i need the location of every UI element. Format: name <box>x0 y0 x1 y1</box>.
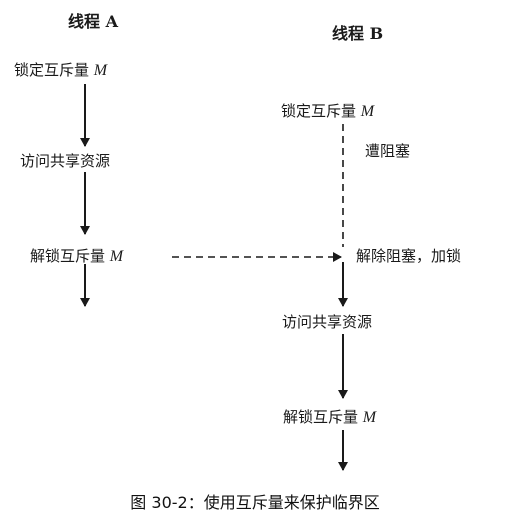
thread-b-unblock-label: 解除阻塞，加锁 <box>356 247 462 265</box>
thread-a-lock-step: 锁定互斥量 M <box>14 61 107 80</box>
mutex-var: M <box>362 409 377 426</box>
thread-b-access-label: 访问共享资源 <box>282 313 373 331</box>
thread-b-unlock-step: 解锁互斥量 M <box>283 408 376 427</box>
mutex-var: M <box>109 248 124 265</box>
thread-a-unlock-label: 解锁互斥量 <box>30 247 106 265</box>
thread-b-blocked-label: 遭阻塞 <box>365 142 411 160</box>
thread-b-lock-step: 锁定互斥量 M <box>281 102 374 121</box>
thread-a-lock-label: 锁定互斥量 <box>14 61 90 79</box>
mutex-var: M <box>93 62 108 79</box>
mutex-var: M <box>360 103 375 120</box>
thread-a-header: 线程 A <box>68 12 118 31</box>
thread-b-unlock-label: 解锁互斥量 <box>283 408 359 426</box>
thread-a-access-label: 访问共享资源 <box>20 152 111 170</box>
thread-a-unlock-step: 解锁互斥量 M <box>30 247 123 266</box>
figure-caption: 图 30-2：使用互斥量来保护临界区 <box>130 493 380 512</box>
thread-b-lock-label: 锁定互斥量 <box>281 102 357 120</box>
thread-b-header: 线程 B <box>332 24 384 43</box>
